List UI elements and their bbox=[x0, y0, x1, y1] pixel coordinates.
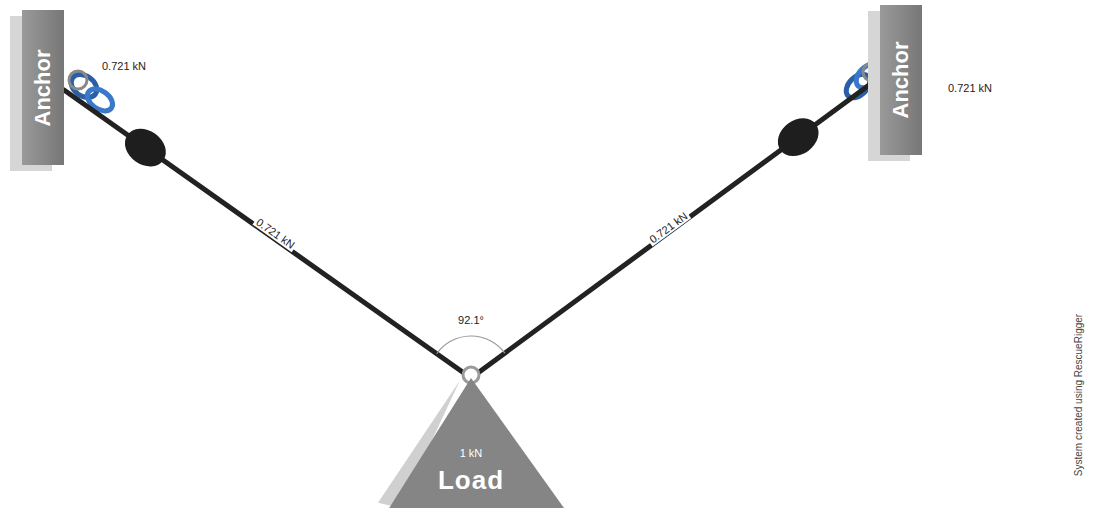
load-triangle: 1 kN Load bbox=[378, 378, 564, 508]
load-label: Load bbox=[438, 465, 504, 496]
anchor-block: Anchor bbox=[22, 10, 64, 165]
anchor-load-label: 0.721 kN bbox=[946, 82, 994, 94]
anchor-label: Anchor bbox=[30, 49, 56, 126]
rope-leg bbox=[471, 77, 880, 378]
angle-arc bbox=[437, 336, 505, 354]
rope-knot bbox=[118, 121, 174, 174]
anchor-load-label: 0.721 kN bbox=[100, 60, 148, 72]
rope-knot bbox=[770, 110, 826, 163]
rope-leg bbox=[64, 90, 471, 378]
tension-label: 0.721 kN bbox=[645, 208, 691, 246]
angle-label: 92.1° bbox=[456, 314, 486, 326]
load-weight: 1 kN bbox=[460, 447, 483, 459]
watermark: System created using RescueRigger bbox=[1073, 312, 1084, 478]
tension-label: 0.721 kN bbox=[252, 215, 298, 253]
anchor-block: Anchor bbox=[880, 5, 922, 155]
anchor-label: Anchor bbox=[888, 42, 914, 119]
